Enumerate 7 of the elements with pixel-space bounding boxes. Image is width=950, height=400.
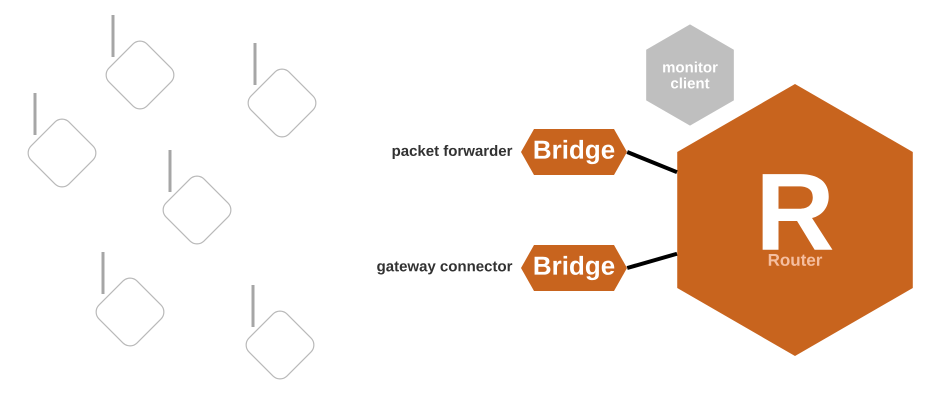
side-label: gateway connector [377, 262, 512, 274]
client-hexagon: monitor client [646, 24, 734, 126]
bridge-hexagon: Bridge [521, 129, 627, 175]
connector-line [626, 252, 678, 270]
side-label: packet forwarder [392, 145, 512, 159]
bridge-hexagon: Bridge [521, 245, 627, 291]
connector-line [626, 150, 678, 174]
